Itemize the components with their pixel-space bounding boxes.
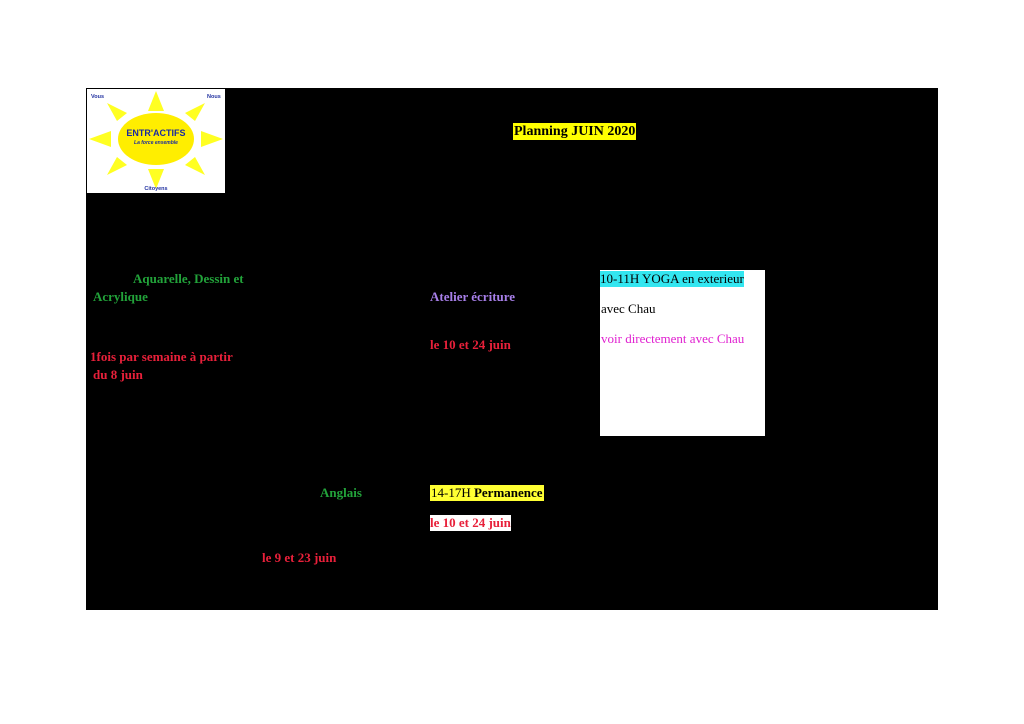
yoga-box	[600, 270, 765, 436]
yoga-note: voir directement avec Chau	[601, 331, 745, 346]
logo-vous: Vous	[91, 94, 104, 100]
aquarelle-frequency-line2: du 8 juin	[93, 367, 143, 382]
logo-nous: Nous	[207, 94, 221, 100]
permanence-label: 14-17H Permanence	[430, 485, 544, 501]
logo-tagline: La force ensemble	[134, 140, 178, 146]
logo-citoyens: Citoyens	[144, 186, 167, 192]
anglais-dates: le 9 et 23 juin	[262, 550, 337, 565]
atelier-ecriture-dates: le 10 et 24 juin	[430, 337, 511, 352]
entractifs-logo: Vous Nous ENTR'ACTIFS La force ensemble …	[87, 89, 225, 193]
yoga-title: 10-11H YOGA en exterieur	[600, 271, 744, 287]
anglais-title: Anglais	[320, 485, 362, 500]
yoga-instructor: avec Chau	[601, 301, 656, 316]
atelier-ecriture-title: Atelier écriture	[430, 289, 516, 304]
aquarelle-line1: Aquarelle, Dessin et	[133, 271, 244, 286]
permanence-time: 14-17H	[431, 485, 471, 500]
planning-sheet	[86, 88, 938, 610]
permanence-dates: le 10 et 24 juin	[430, 515, 511, 531]
page-title: Planning JUIN 2020	[513, 123, 637, 140]
permanence-title: Permanence	[473, 485, 543, 500]
aquarelle-line2: Acrylique	[93, 289, 148, 304]
aquarelle-frequency-line1: 1fois par semaine à partir	[90, 349, 233, 364]
sun-logo-icon: Vous Nous ENTR'ACTIFS La force ensemble …	[89, 91, 223, 192]
logo-name: ENTR'ACTIFS	[126, 128, 185, 138]
